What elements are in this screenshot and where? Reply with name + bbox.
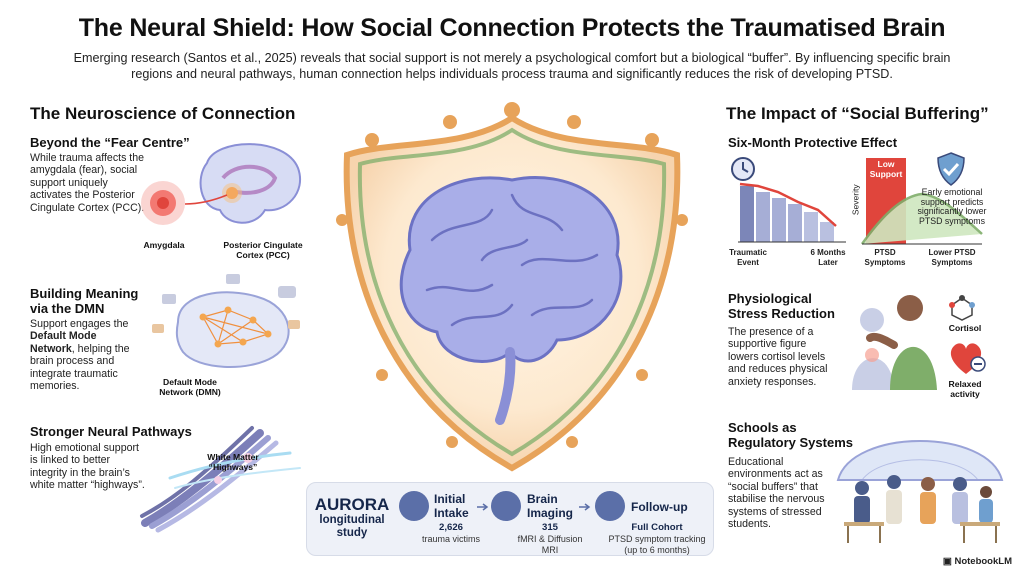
brain-pcc-illustration bbox=[141, 143, 301, 225]
dmn-label: Default Mode Network (DMN) bbox=[159, 377, 221, 397]
step-imaging-title: Brain Imaging bbox=[527, 492, 574, 520]
amygdala-label: Amygdala bbox=[143, 240, 185, 250]
stress-text: The presence of a supportive figure lowe… bbox=[728, 326, 828, 388]
calendar-icon bbox=[595, 491, 625, 521]
pathways-title: Stronger Neural Pathways bbox=[30, 424, 192, 439]
step-intake-number: 2,626 bbox=[438, 522, 463, 533]
aurora-study-panel: AURORA longitudinal study Initial Intake… bbox=[306, 482, 714, 556]
supportive-figure-illustration bbox=[852, 295, 937, 390]
notebook-icon: ▣ bbox=[942, 556, 955, 567]
intro-text: Emerging research (Santos et al., 2025) … bbox=[73, 51, 951, 81]
low-support-label: Low Support bbox=[869, 159, 903, 179]
step-imaging-desc: fMRI & Diffusion MRI bbox=[517, 534, 583, 555]
aurora-title: AURORA bbox=[314, 495, 390, 514]
right-section-heading: The Impact of “Social Buffering” bbox=[726, 104, 989, 123]
step-followup-desc: PTSD symptom tracking (up to 6 months) bbox=[608, 534, 706, 555]
fear-centre-text: While trauma affects the amygdala (fear)… bbox=[30, 152, 145, 214]
molecule-icon bbox=[949, 295, 975, 321]
pathways-text: High emotional support is linked to bett… bbox=[30, 442, 145, 492]
clipboard-icon bbox=[399, 491, 429, 521]
arrow-right-icon bbox=[477, 503, 489, 511]
white-matter-label: White Matter “Highways” bbox=[207, 452, 259, 472]
x-label-traumatic: Traumatic Event bbox=[729, 248, 767, 267]
neural-shield-illustration bbox=[336, 102, 688, 472]
step-followup-title: Follow-up bbox=[631, 500, 688, 514]
dmn-text: Support engages the Default Mode Network… bbox=[30, 318, 130, 393]
step-followup-number: Full Cohort bbox=[631, 522, 683, 533]
lower-ptsd-label: Lower PTSD Symptoms bbox=[928, 248, 976, 267]
dmn-network-illustration bbox=[152, 274, 300, 369]
sixmonth-title: Six-Month Protective Effect bbox=[728, 135, 898, 150]
shield-check-icon bbox=[937, 152, 965, 186]
classroom-illustration bbox=[836, 440, 1004, 543]
cortisol-label: Cortisol bbox=[948, 323, 982, 333]
step-intake-desc: trauma victims bbox=[421, 534, 480, 544]
heart-icon bbox=[950, 343, 986, 374]
white-matter-illustration bbox=[140, 426, 301, 533]
pcc-label: Posterior Cingulate Cortex (PCC) bbox=[223, 240, 303, 260]
relaxed-label: Relaxed activity bbox=[948, 379, 982, 399]
arrow-right-icon bbox=[579, 503, 591, 511]
brand-label: ▣ NotebookLM bbox=[942, 556, 1012, 567]
schools-text: Educational environments act as “social … bbox=[728, 456, 825, 531]
severity-chart bbox=[860, 158, 983, 245]
decline-chart bbox=[738, 182, 846, 243]
early-support-text: Early emotional support predicts signifi… bbox=[917, 187, 987, 226]
schools-title: Schools as Regulatory Systems bbox=[728, 420, 853, 450]
fear-centre-title: Beyond the “Fear Centre” bbox=[30, 135, 190, 150]
step-intake-title: Initial Intake bbox=[434, 492, 469, 520]
brain-scan-icon bbox=[491, 491, 521, 521]
ptsd-label: PTSD Symptoms bbox=[864, 248, 906, 267]
x-label-6months: 6 Months Later bbox=[810, 248, 846, 267]
left-section-heading: The Neuroscience of Connection bbox=[30, 104, 296, 123]
page-title: The Neural Shield: How Social Connection… bbox=[78, 14, 946, 42]
severity-axis-label: Severity bbox=[850, 184, 861, 216]
dmn-title: Building Meaning via the DMN bbox=[30, 286, 139, 316]
stress-title: Physiological Stress Reduction bbox=[728, 291, 835, 321]
step-imaging-number: 315 bbox=[541, 522, 558, 533]
clock-icon bbox=[731, 157, 755, 181]
aurora-subtitle: longitudinal study bbox=[319, 514, 385, 539]
